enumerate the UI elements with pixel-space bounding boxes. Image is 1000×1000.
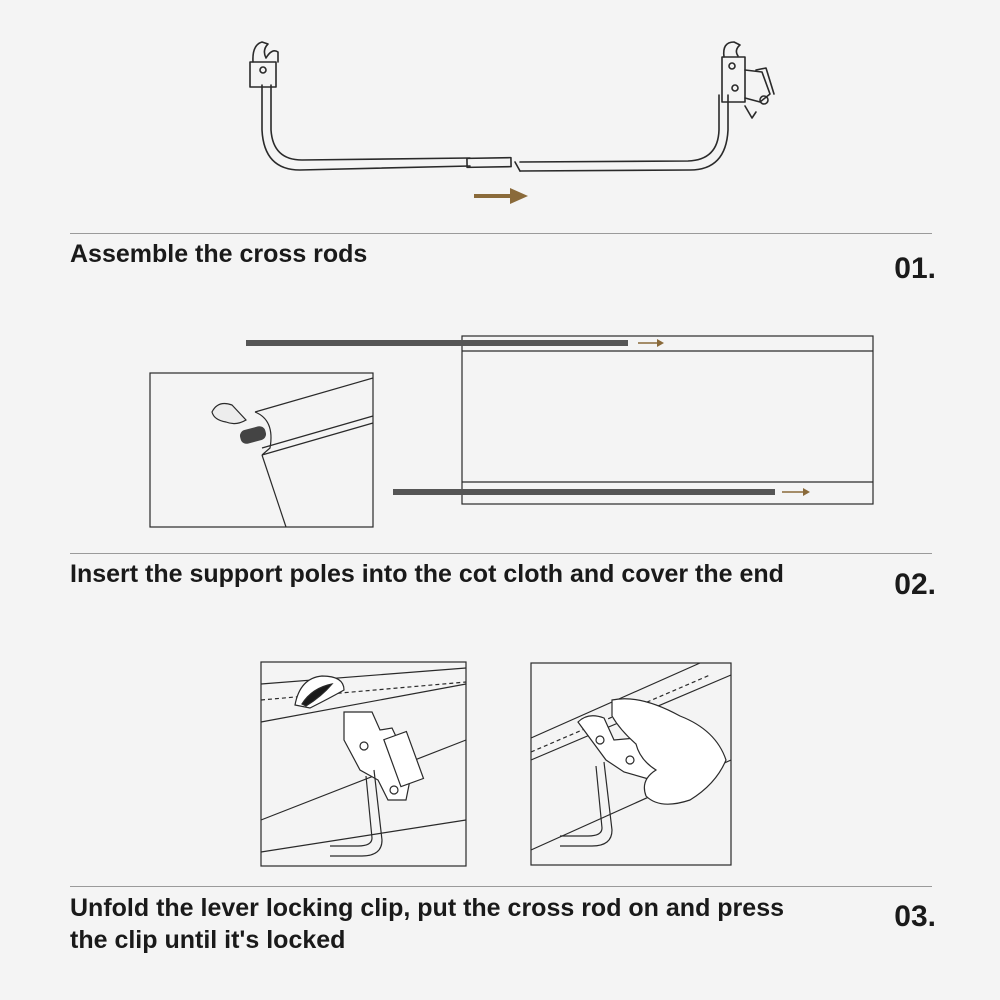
cross-rod-illustration bbox=[249, 41, 775, 204]
arrow-right-icon bbox=[638, 339, 664, 347]
step-3-number: 03. bbox=[894, 900, 936, 933]
divider bbox=[70, 886, 932, 887]
arrow-right-icon bbox=[782, 488, 810, 496]
cot-cloth-illustration bbox=[149, 335, 874, 528]
step-1-number: 01. bbox=[894, 252, 936, 285]
divider bbox=[70, 233, 932, 234]
divider bbox=[70, 553, 932, 554]
step-2-number: 02. bbox=[894, 568, 936, 601]
lever-clip-illustration bbox=[260, 661, 732, 867]
step-3-title: Unfold the lever locking clip, put the c… bbox=[70, 894, 785, 954]
arrow-right-icon bbox=[474, 188, 528, 204]
step-1-title: Assemble the cross rods bbox=[70, 240, 368, 268]
step-2-title: Insert the support poles into the cot cl… bbox=[70, 560, 784, 588]
